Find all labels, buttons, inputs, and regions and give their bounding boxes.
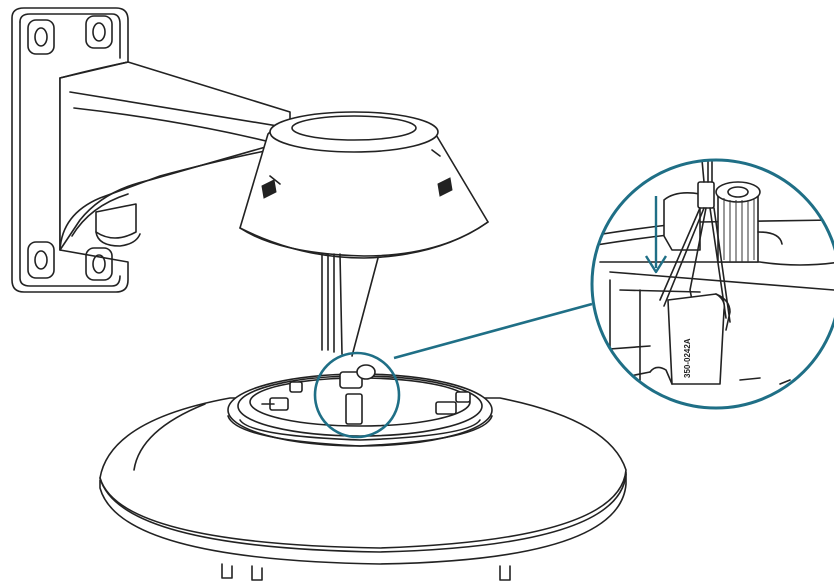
wires	[659, 160, 731, 323]
bracket-arm	[59, 61, 291, 251]
part-number-label: 350-0242A	[683, 338, 692, 378]
base-feet	[221, 563, 511, 581]
mounting-hole-top-right	[85, 15, 113, 49]
callout-leader-line	[393, 302, 593, 360]
mounting-hole-top-left	[27, 19, 55, 55]
down-arrow	[644, 196, 668, 274]
ring-clip-center	[339, 364, 376, 425]
base-skirt	[99, 397, 627, 581]
dome-clip-left	[261, 175, 281, 199]
cable-bundle	[321, 253, 379, 357]
latch-clip: 350-0242A	[667, 293, 731, 385]
wall-mount-bracket	[11, 7, 489, 357]
screw-post	[663, 181, 783, 263]
mounting-hole-bottom-right	[85, 247, 113, 281]
ring-clip-left	[261, 381, 303, 411]
detail-callout-small	[313, 351, 401, 439]
dome-clip-right	[431, 149, 453, 197]
mounting-ring	[227, 364, 493, 447]
detail-callout-magnified: 350-0242A	[590, 158, 834, 410]
bracket-dome-cap	[239, 111, 489, 259]
mounting-hole-bottom-left	[27, 241, 55, 279]
ring-clip-right	[435, 391, 471, 415]
